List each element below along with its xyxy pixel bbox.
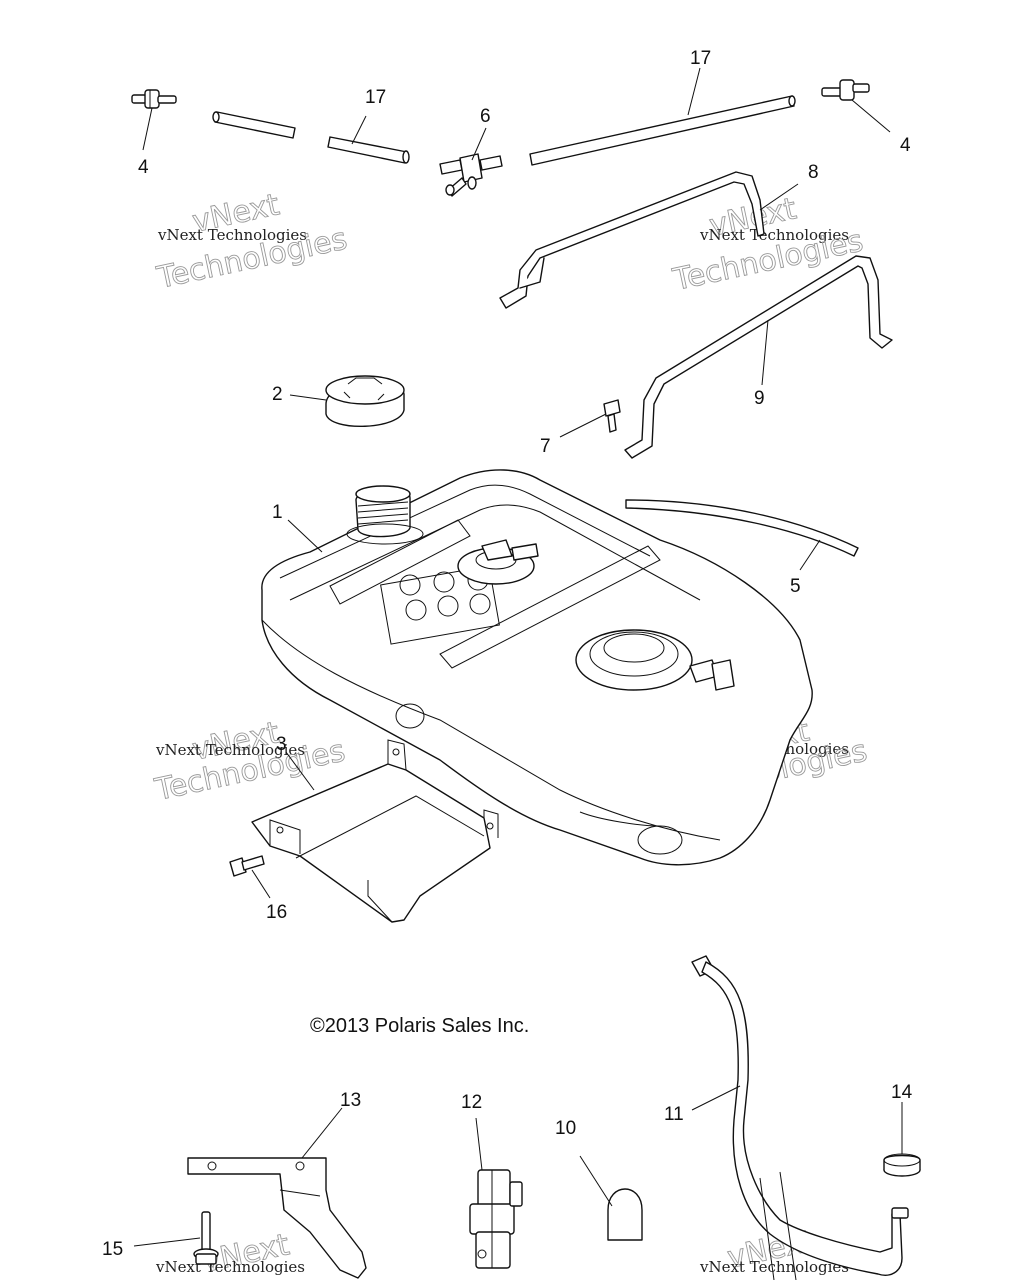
vent-hose-short bbox=[212, 111, 410, 164]
strap-bolt bbox=[603, 399, 621, 433]
bracket-bolt bbox=[193, 1211, 219, 1265]
vent-hose-long bbox=[529, 95, 796, 166]
callout-9: 9 bbox=[754, 388, 765, 409]
callout-6: 6 bbox=[480, 106, 491, 127]
callout-2: 2 bbox=[272, 384, 283, 405]
copyright-notice: ©2013 Polaris Sales Inc. bbox=[310, 1015, 529, 1037]
callout-4-right: 4 bbox=[900, 135, 911, 156]
callout-8: 8 bbox=[808, 162, 819, 183]
callout-16: 16 bbox=[266, 902, 287, 923]
skid-plate bbox=[251, 739, 499, 923]
watermark-top-right: vNext vNext Technologies Technologies bbox=[669, 191, 867, 299]
vent-fitting-left bbox=[131, 89, 177, 109]
callout-11: 11 bbox=[664, 1104, 684, 1125]
hose-clamp bbox=[883, 1153, 921, 1177]
callout-10: 10 bbox=[555, 1118, 576, 1139]
callout-5: 5 bbox=[790, 576, 801, 597]
svg-text:vNext Technologies: vNext Technologies bbox=[699, 1258, 849, 1276]
callout-17-right: 17 bbox=[690, 48, 711, 69]
callout-1: 1 bbox=[272, 502, 283, 523]
fuel-line-assembly bbox=[691, 955, 909, 1280]
callout-3: 3 bbox=[276, 734, 287, 755]
tank-strap-rear bbox=[499, 171, 765, 309]
callout-4-left: 4 bbox=[138, 157, 149, 178]
callout-12: 12 bbox=[461, 1092, 482, 1113]
callout-14: 14 bbox=[891, 1082, 913, 1103]
svg-text:vNext Technologies: vNext Technologies bbox=[155, 741, 305, 759]
callout-13: 13 bbox=[340, 1090, 361, 1111]
callout-17-left: 17 bbox=[365, 87, 386, 108]
watermark-top-left: vNext vNext Technologies Technologies bbox=[153, 187, 351, 297]
svg-text:vNext Technologies: vNext Technologies bbox=[157, 226, 307, 244]
skid-plate-bolt bbox=[229, 855, 265, 877]
protective-cap bbox=[607, 1188, 643, 1241]
mounting-bracket bbox=[187, 1157, 367, 1279]
fuel-cap bbox=[325, 375, 405, 428]
callout-7: 7 bbox=[540, 436, 551, 457]
vent-fitting-right bbox=[821, 79, 870, 101]
svg-text:vNext Technologies: vNext Technologies bbox=[699, 226, 849, 244]
vent-tee-fitting bbox=[439, 153, 503, 197]
fuel-tank bbox=[261, 469, 813, 866]
fuel-hose bbox=[625, 499, 859, 557]
watermark-bottom-left: vNext vNext Technologies bbox=[155, 1227, 305, 1280]
tank-strap-front bbox=[624, 255, 893, 459]
electrical-connector bbox=[469, 1169, 523, 1269]
callout-15: 15 bbox=[102, 1239, 123, 1260]
svg-text:vNext Technologies: vNext Technologies bbox=[155, 1258, 305, 1276]
